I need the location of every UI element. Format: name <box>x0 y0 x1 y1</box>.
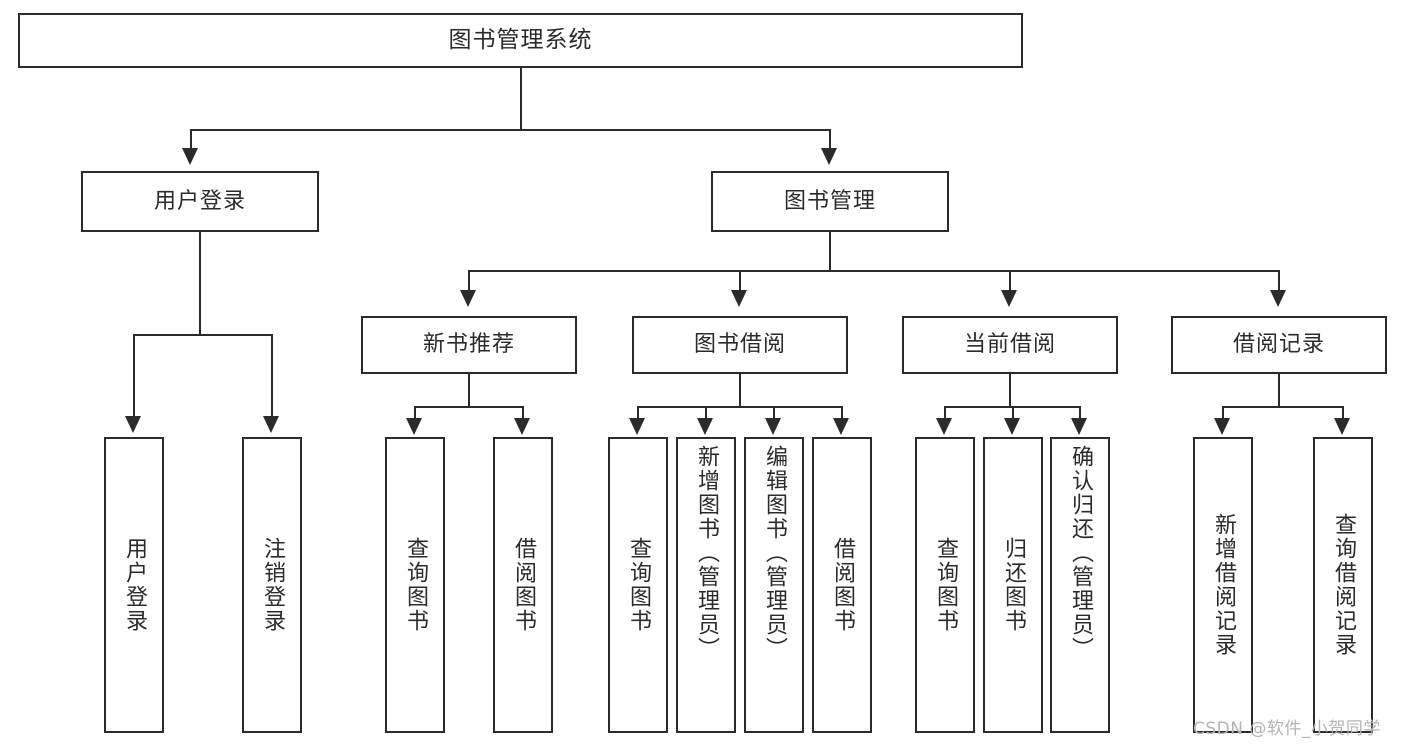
leaf-label: 用户登录 <box>121 537 147 633</box>
connector-br-stem <box>1278 374 1280 408</box>
connector-br-bar <box>1222 406 1344 408</box>
leaf-label: 查询借阅记录 <box>1330 513 1356 657</box>
arrow-head-user-login-2 <box>263 416 279 433</box>
connector-book-management-bar <box>468 270 1280 272</box>
arrow-head-bb-2 <box>697 418 713 435</box>
connector-bb-drop-3 <box>773 406 775 420</box>
node-new-book-recommend[interactable]: 新书推荐 <box>361 316 577 374</box>
leaf-new-book-borrow[interactable]: 借阅图书 <box>493 437 553 733</box>
leaf-label: 确认归还（管理员） <box>1067 445 1093 661</box>
node-book-borrow[interactable]: 图书借阅 <box>632 316 848 374</box>
csdn-watermark: CSDN @软件_小贺同学 <box>1193 719 1381 739</box>
leaf-borrow-record-query[interactable]: 查询借阅记录 <box>1313 437 1373 733</box>
arrow-head-bb-1 <box>629 418 645 435</box>
arrow-head-bm-4 <box>1270 290 1286 307</box>
arrow-head-cb-3 <box>1071 418 1087 435</box>
connector-cb-drop-2 <box>1012 406 1014 420</box>
connector-book-management-stem <box>829 232 831 272</box>
node-book-management[interactable]: 图书管理 <box>711 171 949 232</box>
leaf-label: 新增借阅记录 <box>1210 513 1236 657</box>
leaf-label: 查询图书 <box>402 537 428 633</box>
arrow-head-nbr-2 <box>514 418 530 435</box>
arrow-head-bm-2 <box>731 290 747 307</box>
connector-br-drop-2 <box>1342 406 1344 420</box>
leaf-label: 查询图书 <box>625 537 651 633</box>
leaf-current-borrow-confirm[interactable]: 确认归还（管理员） <box>1050 437 1110 733</box>
arrow-head-bb-4 <box>833 418 849 435</box>
connector-bm-drop-3 <box>1009 270 1011 292</box>
arrow-head-bm-1 <box>460 290 476 307</box>
leaf-current-borrow-return[interactable]: 归还图书 <box>983 437 1043 733</box>
arrow-head-root-2 <box>821 148 837 165</box>
leaf-label: 注销登录 <box>259 537 285 633</box>
leaf-label: 借阅图书 <box>510 537 536 633</box>
connector-bb-drop-1 <box>637 406 639 420</box>
leaf-user-login-logout[interactable]: 注销登录 <box>242 437 302 733</box>
node-borrow-record[interactable]: 借阅记录 <box>1171 316 1387 374</box>
arrow-head-cb-1 <box>936 418 952 435</box>
connector-cb-drop-1 <box>944 406 946 420</box>
arrow-head-root-1 <box>182 148 198 165</box>
connector-root-drop-1 <box>190 129 192 150</box>
arrow-head-br-2 <box>1334 418 1350 435</box>
leaf-new-book-query[interactable]: 查询图书 <box>385 437 445 733</box>
connector-bb-drop-4 <box>841 406 843 420</box>
connector-nbr-drop-2 <box>522 406 524 420</box>
leaf-label: 借阅图书 <box>829 537 855 633</box>
node-current-borrow[interactable]: 当前借阅 <box>902 316 1118 374</box>
connector-user-login-stem <box>199 232 201 336</box>
connector-root-drop-2 <box>829 129 831 150</box>
connector-user-login-drop-2 <box>271 334 273 418</box>
arrow-head-bb-3 <box>765 418 781 435</box>
leaf-label: 查询图书 <box>932 537 958 633</box>
leaf-book-borrow-query[interactable]: 查询图书 <box>608 437 668 733</box>
connector-bm-drop-1 <box>468 270 470 292</box>
connector-bm-drop-4 <box>1278 270 1280 292</box>
arrow-head-br-1 <box>1214 418 1230 435</box>
connector-bb-drop-2 <box>705 406 707 420</box>
connector-bb-stem <box>739 374 741 408</box>
connector-root-bar <box>190 129 831 131</box>
arrow-head-bm-3 <box>1001 290 1017 307</box>
arrow-head-nbr-1 <box>406 418 422 435</box>
connector-bb-bar <box>637 406 843 408</box>
node-user-login[interactable]: 用户登录 <box>81 171 319 232</box>
connector-cb-stem <box>1009 374 1011 408</box>
connector-br-drop-1 <box>1222 406 1224 420</box>
connector-root-stem <box>520 68 522 130</box>
connector-user-login-bar <box>133 334 271 336</box>
connector-nbr-bar <box>414 406 524 408</box>
connector-nbr-drop-1 <box>414 406 416 420</box>
leaf-label: 编辑图书（管理员） <box>761 445 787 661</box>
leaf-borrow-record-add[interactable]: 新增借阅记录 <box>1193 437 1253 733</box>
arrow-head-cb-2 <box>1004 418 1020 435</box>
leaf-book-borrow-edit[interactable]: 编辑图书（管理员） <box>744 437 804 733</box>
leaf-book-borrow-borrow[interactable]: 借阅图书 <box>812 437 872 733</box>
leaf-user-login-login[interactable]: 用户登录 <box>104 437 164 733</box>
connector-nbr-stem <box>468 374 470 408</box>
leaf-current-borrow-query[interactable]: 查询图书 <box>915 437 975 733</box>
leaf-label: 归还图书 <box>1000 537 1026 633</box>
connector-bm-drop-2 <box>739 270 741 292</box>
connector-user-login-drop-1 <box>133 334 135 418</box>
node-root-system[interactable]: 图书管理系统 <box>18 13 1023 68</box>
connector-cb-drop-3 <box>1079 406 1081 420</box>
connector-cb-bar <box>944 406 1079 408</box>
leaf-book-borrow-add[interactable]: 新增图书（管理员） <box>676 437 736 733</box>
leaf-label: 新增图书（管理员） <box>693 445 719 661</box>
arrow-head-user-login-1 <box>125 416 141 433</box>
